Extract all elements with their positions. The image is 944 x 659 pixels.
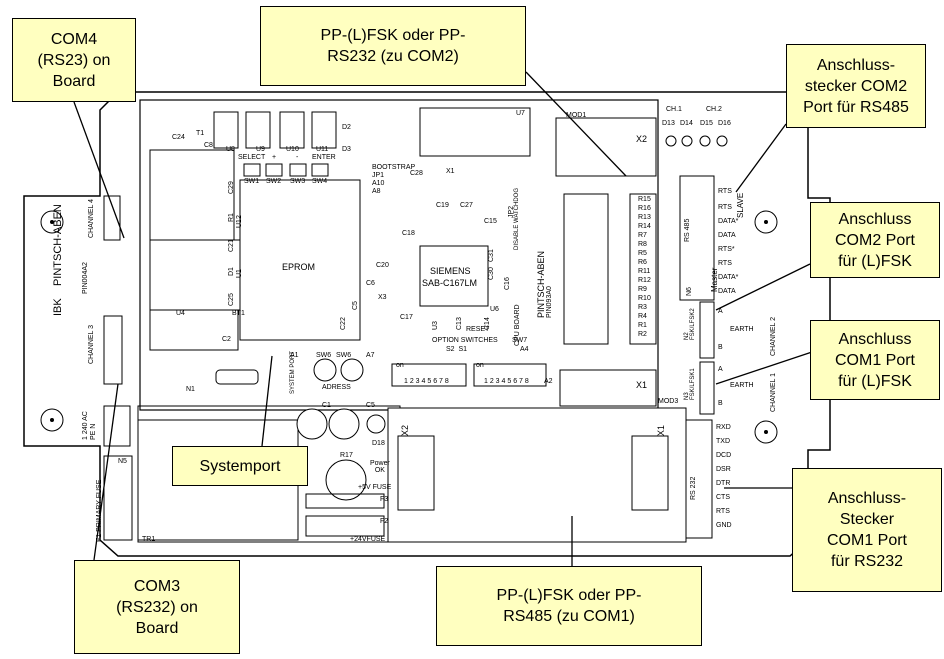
rotary-switch-1 [313,358,337,382]
callout-com3: COM3 (RS232) on Board [74,560,240,654]
capacitor-r17 [325,459,367,501]
callout-pp-bottom: PP-(L)FSK oder PP- RS485 (zu COM1) [436,566,702,646]
leader-lines [73,71,825,566]
mount-hole-left [40,210,64,234]
diode-array [563,193,609,345]
fuse-f3 [305,493,385,509]
channel-leds [665,135,728,147]
callout-com4: COM4 (RS23) on Board [12,18,136,102]
fuse-f2 [305,515,385,537]
capacitor-small [366,414,386,434]
system-port-db9 [215,369,259,385]
callout-anschluss-com2-fsk: Anschluss COM2 Port für (L)FSK [810,202,940,278]
rotary-switch-2 [340,358,364,382]
u12-chip [149,149,235,241]
capacitor-c1 [296,408,328,440]
seven-segment-displays [213,111,337,149]
connector-channel3 [103,315,123,385]
callout-systemport: Systemport [172,446,308,486]
callout-anschlussstecker-com1: Anschluss- Stecker COM1 Port für RS232 [792,468,942,592]
connector-power [103,405,131,447]
top-connector [419,107,531,157]
connector-n5 [103,455,133,541]
mod3-connector [559,369,657,407]
fsk1-connector [699,361,715,415]
callout-anschluss-com1-fsk: Anschluss COM1 Port für (L)FSK [810,320,940,400]
cpu-chip [419,245,489,307]
dip-switch-1 [391,363,467,387]
resistor-array [629,193,657,345]
mod1-connector [555,117,657,177]
eprom-chip [239,179,361,341]
connector-channel4 [103,195,121,241]
x2-lower [397,435,435,511]
callout-anschlussstecker-com2: Anschluss- stecker COM2 Port für RS485 [786,44,926,128]
u4-chip [149,309,239,351]
mount-hole-right [754,210,778,234]
fsk2-connector [699,301,715,359]
mount-hole-left-bottom [40,408,64,432]
rs485-connector [679,175,715,301]
mount-hole-right-bottom [754,420,778,444]
callout-pp-top: PP-(L)FSK oder PP- RS232 (zu COM2) [260,6,526,86]
u1-chip [149,239,241,311]
buttons-sw [243,163,329,177]
dip-switch-2 [473,363,547,387]
x1-lower [631,435,669,511]
rs232-connector [685,419,713,539]
capacitor-c5 [328,408,360,440]
